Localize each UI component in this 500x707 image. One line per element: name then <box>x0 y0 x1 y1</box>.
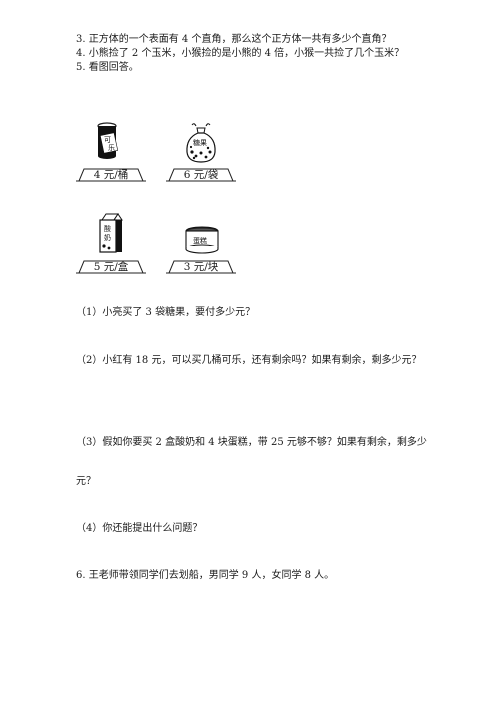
item-candy: 糖果 6 元/袋 <box>166 122 236 184</box>
yogurt-label-a: 酸 <box>104 224 111 233</box>
price-label: 3 元/块 <box>183 261 219 273</box>
item-yogurt: 酸 奶 5 元/盒 <box>76 212 146 276</box>
item-cake: 蛋糕 3 元/块 <box>166 212 236 276</box>
yogurt-label-b: 奶 <box>104 233 111 242</box>
candy-bag-icon: 糖果 <box>186 123 216 163</box>
cola-label-b: 乐 <box>108 143 115 152</box>
question-6: 6. 王老师带领同学们去划船，男同学 9 人，女同学 8 人。 <box>76 570 335 581</box>
subquestion-3-line-1: （3）假如你要买 2 盒酸奶和 4 块蛋糕，带 25 元够不够？如果有剩余，剩多… <box>76 437 427 448</box>
subquestion-1: （1）小亮买了 3 袋糖果，要付多少元？ <box>76 307 256 318</box>
yogurt-box-icon: 酸 奶 <box>99 213 123 253</box>
subquestion-4: （4）你还能提出什么问题？ <box>76 523 203 534</box>
price-tag: 6 元/袋 <box>166 168 236 182</box>
candy-label: 糖果 <box>193 138 207 147</box>
question-5: 5. 看图回答。 <box>76 62 139 73</box>
cake-icon: 蛋糕 <box>185 226 219 254</box>
cake-label: 蛋糕 <box>193 236 207 245</box>
question-4: 4. 小熊捡了 2 个玉米，小猴捡的是小熊的 4 倍，小猴一共捡了几个玉米？ <box>76 48 405 59</box>
subquestion-2: （2）小红有 18 元，可以买几桶可乐，还有剩余吗？如果有剩余，剩多少元？ <box>76 355 422 366</box>
cola-label-a: 可 <box>104 136 111 144</box>
item-cola: 可 乐 4 元/桶 <box>76 122 146 184</box>
price-label: 4 元/桶 <box>93 169 129 181</box>
price-tag: 5 元/盒 <box>76 260 146 274</box>
subquestion-3-line-2: 元？ <box>76 476 96 487</box>
question-3: 3. 正方体的一个表面有 4 个直角，那么这个正方体一共有多少个直角？ <box>76 34 392 45</box>
price-tag: 4 元/桶 <box>76 168 146 182</box>
price-tag: 3 元/块 <box>166 260 236 274</box>
cola-can-icon: 可 乐 <box>97 122 119 159</box>
price-label: 5 元/盒 <box>93 261 129 273</box>
price-label: 6 元/袋 <box>183 169 219 181</box>
